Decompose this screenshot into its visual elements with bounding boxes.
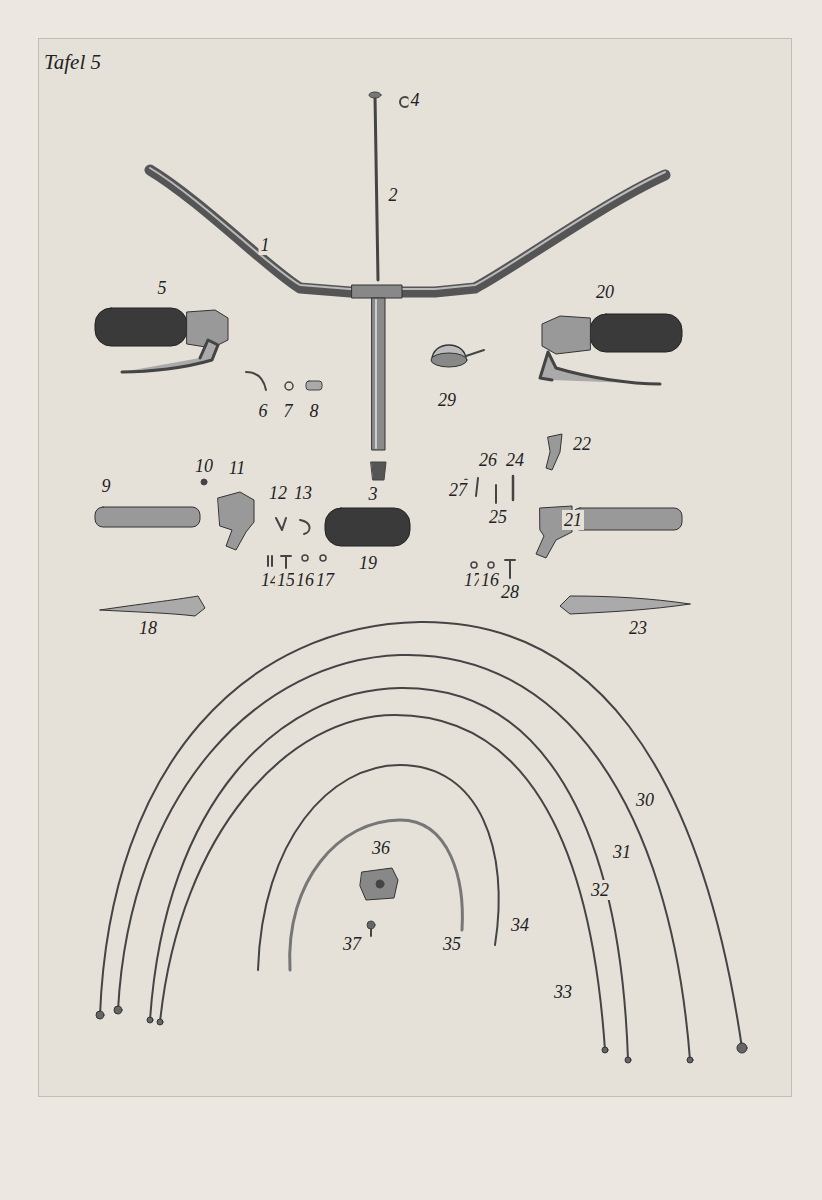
callout-number: 29: [436, 390, 458, 410]
callout-number: 37: [341, 934, 363, 954]
callout-number: 4: [409, 90, 422, 110]
callout-number: 30: [634, 790, 656, 810]
callout-number: 35: [441, 934, 463, 954]
callout-number: 16: [479, 570, 501, 590]
callout-number: 11: [227, 458, 248, 478]
callout-number: 27: [447, 480, 469, 500]
callout-number: 33: [552, 982, 574, 1002]
callout-number: 16: [294, 570, 316, 590]
callout-number: 7: [282, 401, 295, 421]
callout-number: 25: [487, 507, 509, 527]
callout-number: 36: [370, 838, 392, 858]
callout-number: 12: [267, 483, 289, 503]
callout-number: 28: [499, 582, 521, 602]
callout-number: 32: [589, 880, 611, 900]
callout-number: 10: [193, 456, 215, 476]
callout-number: 17: [314, 570, 336, 590]
callout-number: 2: [387, 185, 400, 205]
callout-number: 34: [509, 915, 531, 935]
callout-number: 20: [594, 282, 616, 302]
callout-number: 22: [571, 434, 593, 454]
callout-number: 1: [259, 235, 272, 255]
callout-number: 5: [156, 278, 169, 298]
callout-number: 23: [627, 618, 649, 638]
callout-number: 24: [504, 450, 526, 470]
callout-number: 6: [257, 401, 270, 421]
plate-ground: [38, 38, 792, 1097]
callout-number: 26: [477, 450, 499, 470]
callout-number: 21: [562, 510, 584, 530]
callout-number: 13: [292, 483, 314, 503]
callout-number: 8: [308, 401, 321, 421]
callout-number: 9: [100, 476, 113, 496]
callout-number: 3: [367, 484, 380, 504]
plate-title: Tafel 5: [44, 50, 101, 75]
callout-number: 31: [611, 842, 633, 862]
callout-number: 18: [137, 618, 159, 638]
callout-number: 19: [357, 553, 379, 573]
